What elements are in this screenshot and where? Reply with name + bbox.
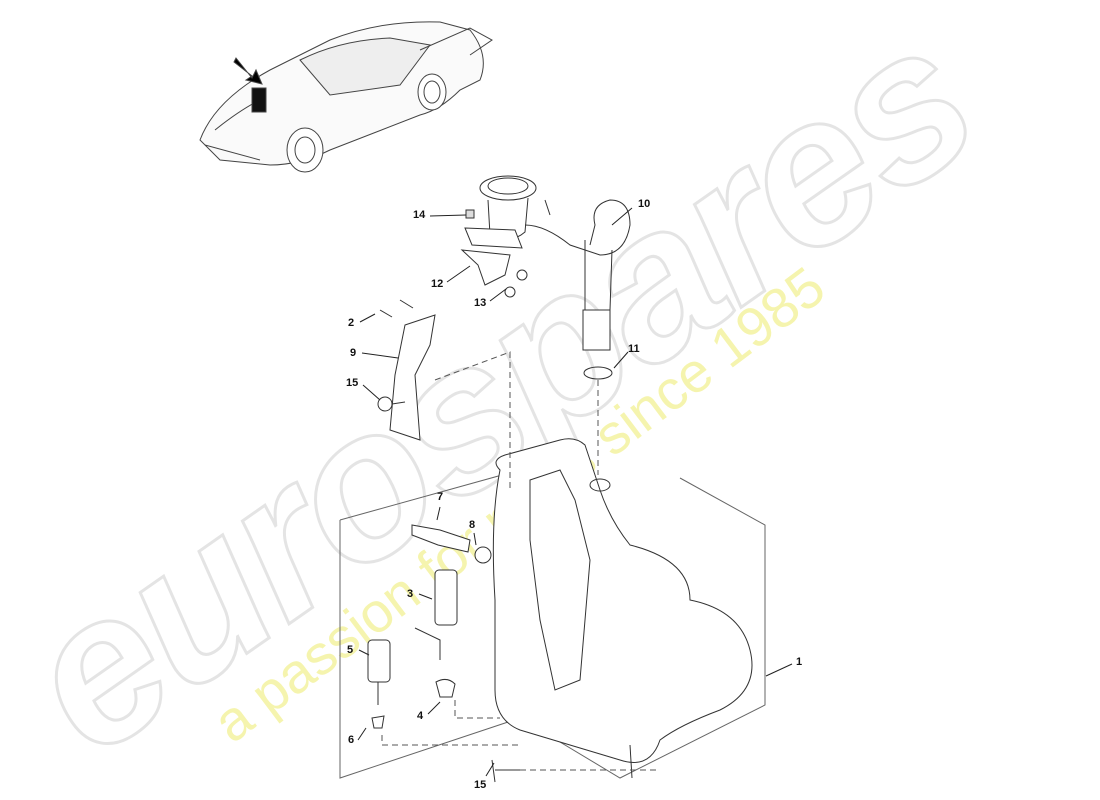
callout-leaders bbox=[357, 207, 793, 777]
brackets bbox=[377, 209, 528, 441]
assembly-guides bbox=[381, 351, 660, 771]
callout-5: 5 bbox=[347, 644, 354, 656]
callout-4: 4 bbox=[417, 710, 424, 722]
reservoir-location-marker bbox=[251, 87, 267, 113]
callout-8: 8 bbox=[469, 519, 476, 531]
callout-15-lower: 15 bbox=[474, 779, 487, 791]
pump-components bbox=[367, 524, 520, 783]
callout-12: 12 bbox=[431, 278, 444, 290]
callout-10: 10 bbox=[638, 198, 651, 210]
callout-13: 13 bbox=[474, 297, 487, 309]
callout-15-upper: 15 bbox=[346, 377, 359, 389]
reservoir-tank bbox=[339, 438, 766, 779]
callout-1: 1 bbox=[796, 656, 803, 668]
callout-3: 3 bbox=[407, 588, 414, 600]
callout-11: 11 bbox=[628, 343, 640, 355]
callout-6: 6 bbox=[348, 734, 355, 746]
callout-2: 2 bbox=[348, 317, 355, 329]
callout-9: 9 bbox=[350, 347, 357, 359]
car-locator-thumbnail bbox=[199, 21, 493, 173]
callout-7: 7 bbox=[437, 491, 444, 503]
hose-clamp bbox=[583, 366, 613, 380]
filler-neck bbox=[479, 175, 631, 380]
callout-14: 14 bbox=[413, 209, 426, 221]
arrow-pointer-icon bbox=[233, 57, 263, 85]
